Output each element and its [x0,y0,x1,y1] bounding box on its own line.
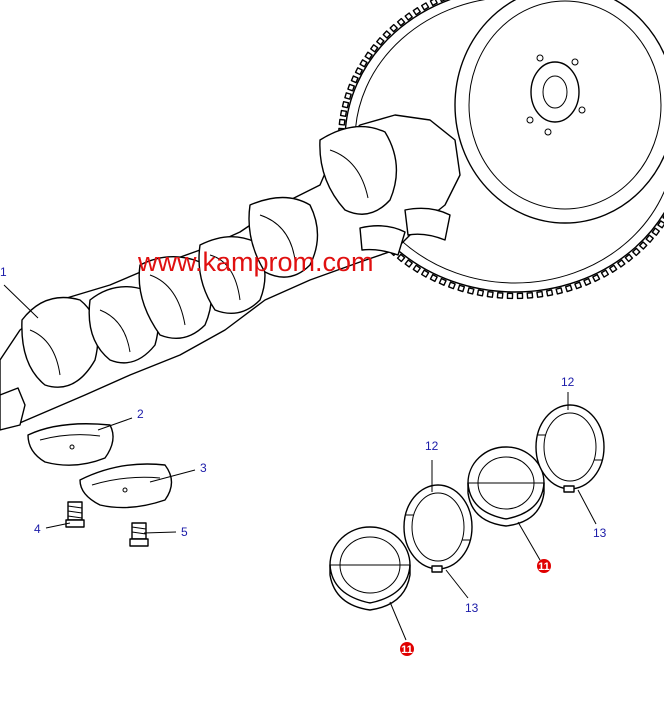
ring-gear-tooth [404,259,413,268]
ring-gear-tooth [341,100,350,109]
callout-12-upper: 12 [561,375,575,389]
ring-gear-tooth [438,277,447,286]
ring-gear-tooth [429,0,438,7]
ring-gear-tooth [347,83,355,92]
flywheel-hub [530,61,580,123]
callout-2: 2 [137,407,144,421]
ring-gear-tooth [412,7,421,16]
ring-gear-tooth [382,30,392,39]
leader-lines [3,284,597,641]
ring-gear-tooth [555,287,563,295]
callout-12-lower: 12 [425,439,439,453]
ring-gear-tooth [600,269,610,278]
callout-13-lower: 13 [465,601,479,615]
ring-gear-tooth [396,253,406,263]
ring-gear-tooth [609,264,618,273]
ring-gear-tooth [370,44,379,53]
ring-gear-tooth [583,277,592,286]
svg-text:11: 11 [538,561,550,573]
ring-gear-tooth [564,284,573,293]
badge-11-upper: 11 [537,559,551,573]
ring-gear-tooth [476,289,485,297]
ring-gear-tooth [496,291,504,299]
ring-gear-tooth [420,2,430,11]
ring-gear-tooth [389,23,398,33]
bearing-shell-11-lower [329,526,411,611]
ring-gear-tooth [350,75,359,84]
ring-gear-tooth [574,281,583,290]
ring-gear-tooth [404,12,413,21]
ring-gear-tooth [651,227,660,236]
ring-gear-tooth [344,92,352,100]
callout-5: 5 [181,525,188,539]
ring-gear-tooth [467,287,475,295]
ring-gear-tooth [420,269,430,278]
ring-gear-tooth [506,292,514,300]
bearing-cap-3 [79,463,173,509]
ring-gear-tooth [447,281,456,290]
ring-gear-tooth [645,234,654,243]
crankshaft [0,114,461,431]
watermark-text: www.kamprom.com [137,247,374,277]
ring-gear-tooth [617,259,626,268]
ring-gear-tooth [638,241,648,250]
ring-gear-tooth [364,51,373,60]
ring-gear-tooth [339,109,348,117]
ring-gear-tooth [338,118,346,126]
svg-text:11: 11 [401,644,413,656]
thrust-washer-upper [535,404,605,493]
badge-11-lower: 11 [400,642,414,656]
bearing-cap-2 [27,423,114,466]
ring-gear-tooth [376,37,385,46]
ring-gear-tooth [354,67,363,76]
callout-4: 4 [34,522,41,536]
ring-gear-tooth [486,290,494,298]
ring-gear-tooth [438,0,447,3]
callout-1: 1 [0,265,7,279]
ring-gear-tooth [359,59,368,68]
ring-gear-tooth [429,273,438,283]
ring-gear-tooth [624,253,634,263]
bearing-shell-11-upper [467,446,545,527]
ring-gear-tooth [396,17,406,27]
ring-gear-tooth [632,247,641,257]
thrust-washer-lower [403,484,473,573]
ring-gear-tooth [457,284,466,293]
ring-gear-tooth [516,292,524,300]
ring-gear-tooth [536,290,544,298]
bolt-4 [65,501,85,528]
ring-gear-tooth [412,264,421,273]
bolt-5 [129,522,149,547]
ring-gear-tooth [545,289,554,297]
callout-13-upper: 13 [593,526,607,540]
ring-gear-tooth [526,291,534,299]
ring-gear-tooth [592,273,601,283]
callout-3: 3 [200,461,207,475]
